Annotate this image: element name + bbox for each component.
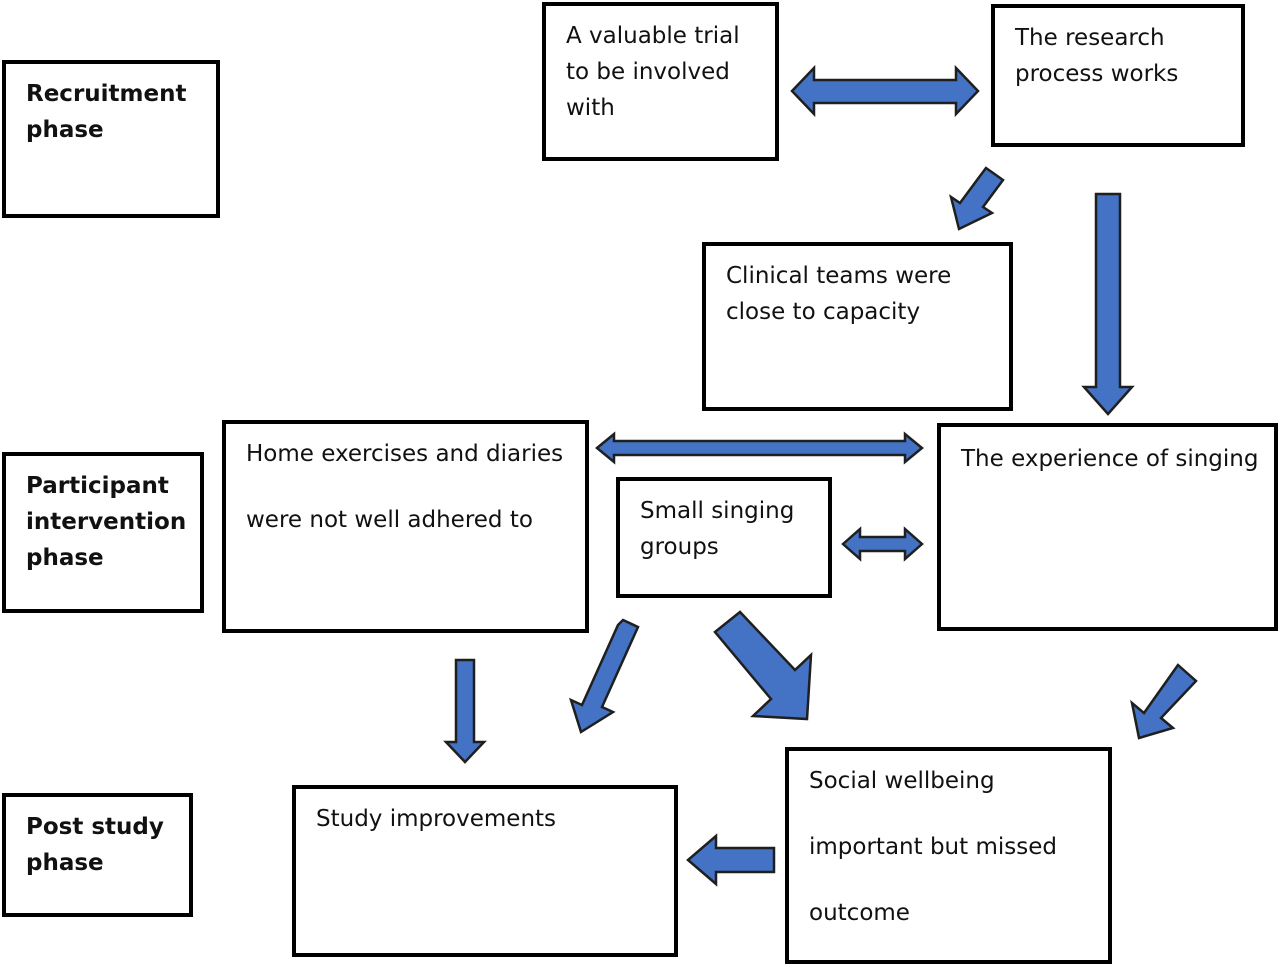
- arrow-experience-to-wellbeing: [1130, 663, 1198, 740]
- small-groups-line-2: groups: [640, 534, 719, 560]
- home-exercises-line-2: were not well adhered to: [246, 507, 533, 533]
- arrow-home-to-improvements: [443, 658, 487, 764]
- recruitment-phase-line-1: Recruitment: [26, 81, 187, 107]
- research-process-line-1: The research: [1015, 25, 1165, 51]
- arrow-trial-research: [790, 64, 980, 118]
- arrow-groups-to-improvements: [568, 618, 640, 734]
- experience-singing-box: The experience of singing: [937, 423, 1278, 631]
- arrow-research-to-experience: [1081, 192, 1135, 416]
- arrow-groups-experience: [841, 526, 924, 562]
- valuable-trial-line-2: to be involved: [566, 59, 730, 85]
- social-wellbeing-line-2: important but missed: [809, 834, 1057, 860]
- clinical-teams-line-1: Clinical teams were: [726, 263, 952, 289]
- valuable-trial-line-1: A valuable trial: [566, 23, 740, 49]
- participant-phase-line-1: Participant: [26, 473, 169, 499]
- post-study-phase-line-1: Post study: [26, 814, 164, 840]
- participant-phase-box: Participant intervention phase: [2, 452, 204, 613]
- recruitment-phase-box: Recruitment phase: [2, 60, 220, 218]
- small-groups-line-1: Small singing: [640, 498, 795, 524]
- participant-phase-line-2: intervention: [26, 509, 187, 535]
- post-study-phase-line-2: phase: [26, 850, 104, 876]
- research-process-line-2: process works: [1015, 61, 1179, 87]
- small-groups-box: Small singing groups: [616, 477, 832, 598]
- research-process-box: The research process works: [991, 4, 1245, 147]
- home-exercises-line-1: Home exercises and diaries: [246, 441, 564, 467]
- valuable-trial-box: A valuable trial to be involved with: [542, 2, 779, 161]
- post-study-phase-box: Post study phase: [2, 793, 193, 917]
- arrow-home-experience: [595, 431, 924, 465]
- participant-phase-line-3: phase: [26, 545, 104, 571]
- clinical-teams-box: Clinical teams were close to capacity: [702, 242, 1013, 411]
- clinical-teams-line-2: close to capacity: [726, 299, 921, 325]
- home-exercises-box: Home exercises and diaries were not well…: [222, 420, 589, 633]
- social-wellbeing-line-1: Social wellbeing: [809, 768, 995, 794]
- arrow-groups-to-wellbeing: [713, 610, 813, 721]
- experience-singing-line-1: The experience of singing: [961, 446, 1259, 472]
- arrow-wellbeing-to-improvements: [686, 833, 776, 887]
- valuable-trial-line-3: with: [566, 95, 615, 121]
- social-wellbeing-box: Social wellbeing important but missed ou…: [785, 747, 1112, 964]
- study-improvements-line-1: Study improvements: [316, 806, 557, 832]
- arrow-research-to-clinical: [949, 166, 1005, 231]
- recruitment-phase-line-2: phase: [26, 117, 104, 143]
- social-wellbeing-line-3: outcome: [809, 900, 910, 926]
- study-improvements-box: Study improvements: [292, 785, 678, 957]
